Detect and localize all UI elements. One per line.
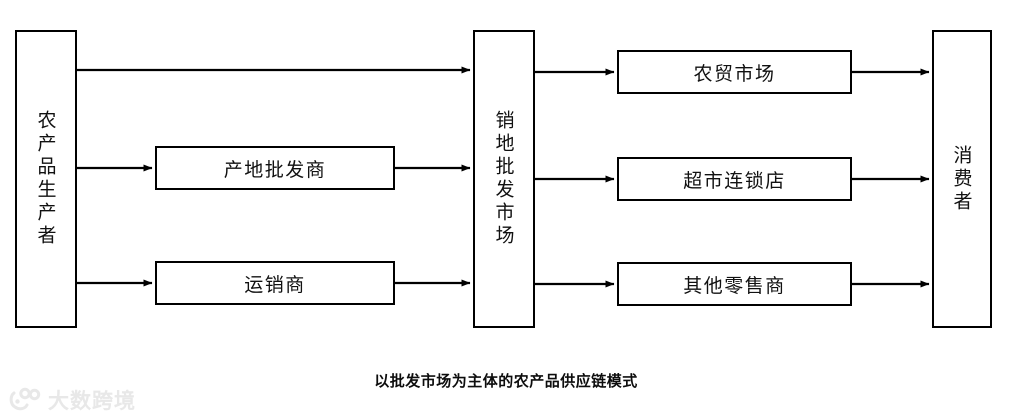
node-consumer[interactable]: 消费者: [932, 30, 992, 328]
node-transport-dealer-label: 运销商: [244, 273, 306, 296]
node-farmers-market-label: 农贸市场: [693, 62, 776, 85]
node-sales-wholesale-market[interactable]: 销地批发市场: [473, 30, 535, 328]
node-other-retailers-label: 其他零售商: [683, 274, 786, 297]
diagram-caption: 以批发市场为主体的农产品供应链模式: [374, 372, 638, 390]
node-origin-wholesaler-label: 产地批发商: [223, 158, 327, 181]
node-supermarket-chain[interactable]: 超市连锁店: [617, 157, 852, 201]
node-transport-dealer[interactable]: 运销商: [155, 261, 395, 305]
node-producer-label: 农产品生产者: [34, 110, 57, 248]
node-other-retailers[interactable]: 其他零售商: [617, 262, 852, 306]
node-consumer-label: 消费者: [950, 144, 973, 214]
node-origin-wholesaler[interactable]: 产地批发商: [155, 146, 395, 190]
node-producer[interactable]: 农产品生产者: [15, 30, 77, 328]
node-farmers-market[interactable]: 农贸市场: [617, 50, 852, 94]
node-sales-wholesale-market-label: 销地批发市场: [492, 110, 515, 248]
node-supermarket-chain-label: 超市连锁店: [683, 169, 786, 192]
